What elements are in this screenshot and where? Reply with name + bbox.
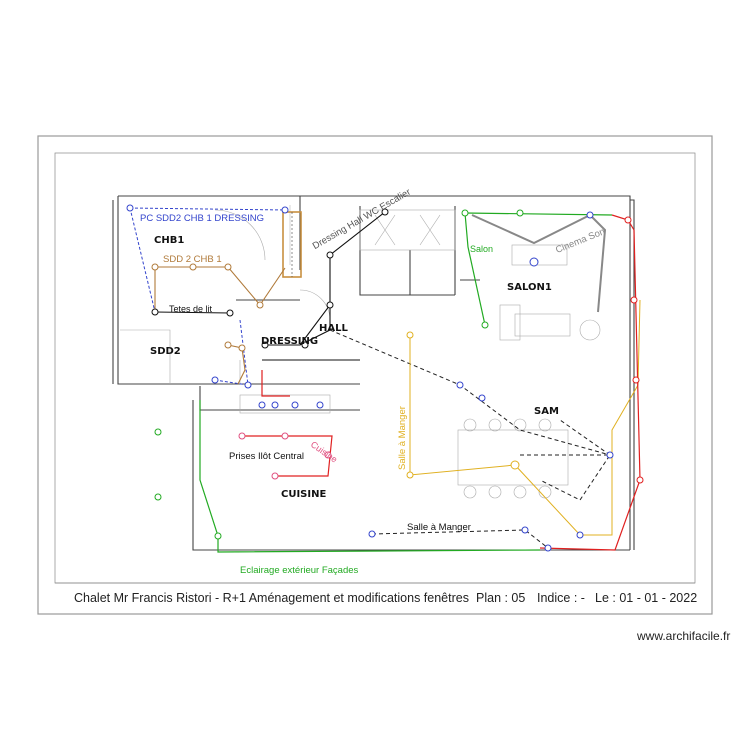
- project-title: Chalet Mr Francis Ristori - R+1 Aménagem…: [74, 591, 469, 605]
- room-hall: HALL: [319, 323, 348, 334]
- circuit-label-sdd2-chb1: SDD 2 CHB 1: [163, 254, 222, 265]
- room-sdd2: SDD2: [150, 346, 181, 357]
- circuit-label-salon: Salon: [470, 244, 494, 254]
- sheet-frame: [37, 135, 713, 615]
- circuit-label-pc-sdd2: PC SDD2 CHB 1 DRESSING: [140, 213, 265, 224]
- circuit-label-tetes-lit: Tetes de lit: [169, 304, 213, 314]
- circuit-label-salle-manger-h: Salle à Manger: [407, 522, 471, 533]
- walls: [112, 195, 635, 551]
- circuit-salle-manger-dashed: [329, 329, 611, 549]
- circuit-cinema: [471, 214, 607, 313]
- room-salon1: SALON1: [507, 282, 552, 293]
- circuit-label-eclairage: Eclairage extérieur Façades: [240, 565, 359, 576]
- circuit-dressing-hall: [154, 211, 386, 361]
- room-cuisine: CUISINE: [281, 489, 327, 500]
- room-chb1: CHB1: [154, 235, 185, 246]
- circuit-label-salle-manger-v: Salle à Manger: [397, 406, 408, 470]
- circuit-sdd2-chb1: [154, 266, 286, 385]
- furniture: [120, 205, 601, 499]
- circuit-pc-sdd2: [129, 207, 286, 386]
- fixture-points: [126, 204, 644, 552]
- plan-indice: Indice : -: [537, 591, 585, 605]
- plan-date: Le : 01 - 01 - 2022: [595, 591, 698, 605]
- room-sam: SAM: [534, 406, 559, 417]
- plan-number: Plan : 05: [476, 591, 526, 605]
- archifacile-credit[interactable]: www.archifacile.fr: [637, 629, 731, 643]
- circuit-label-prises-ilot: Prises Ilôt Central: [229, 451, 304, 462]
- room-dressing: DRESSING: [261, 336, 319, 347]
- circuit-sam-orange: [409, 299, 641, 536]
